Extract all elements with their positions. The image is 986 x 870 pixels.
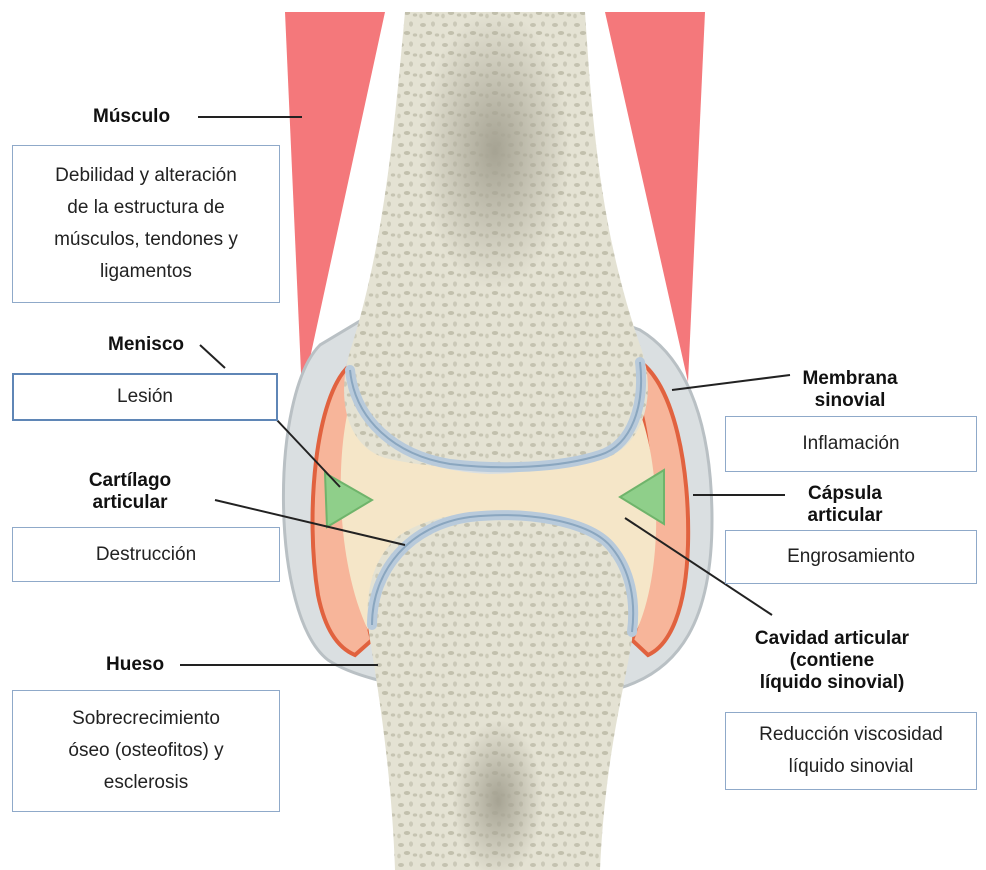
box-capsula: Engrosamiento [725, 530, 977, 584]
label-membrana: Membrana sinovial [780, 368, 920, 412]
label-cavidad: Cavidad articular (contiene líquido sino… [722, 628, 942, 694]
box-cavidad: Reducción viscosidad líquido sinovial [725, 712, 977, 790]
upper-bone-marrow [420, 10, 570, 290]
leader-membrana [672, 375, 790, 390]
box-menisco: Lesión [12, 373, 278, 421]
label-musculo: Músculo [93, 106, 170, 128]
label-menisco: Menisco [108, 334, 184, 356]
label-capsula: Cápsula articular [770, 483, 920, 527]
label-hueso: Hueso [106, 654, 164, 676]
box-musculo: Debilidad y alteración de la estructura … [12, 145, 280, 303]
box-hueso: Sobrecrecimiento óseo (osteofitos) y esc… [12, 690, 280, 812]
box-membrana: Inflamación [725, 416, 977, 472]
label-cartilago: Cartílago articular [70, 470, 190, 514]
leader-menisco [200, 345, 225, 368]
box-cartilago: Destrucción [12, 527, 280, 582]
